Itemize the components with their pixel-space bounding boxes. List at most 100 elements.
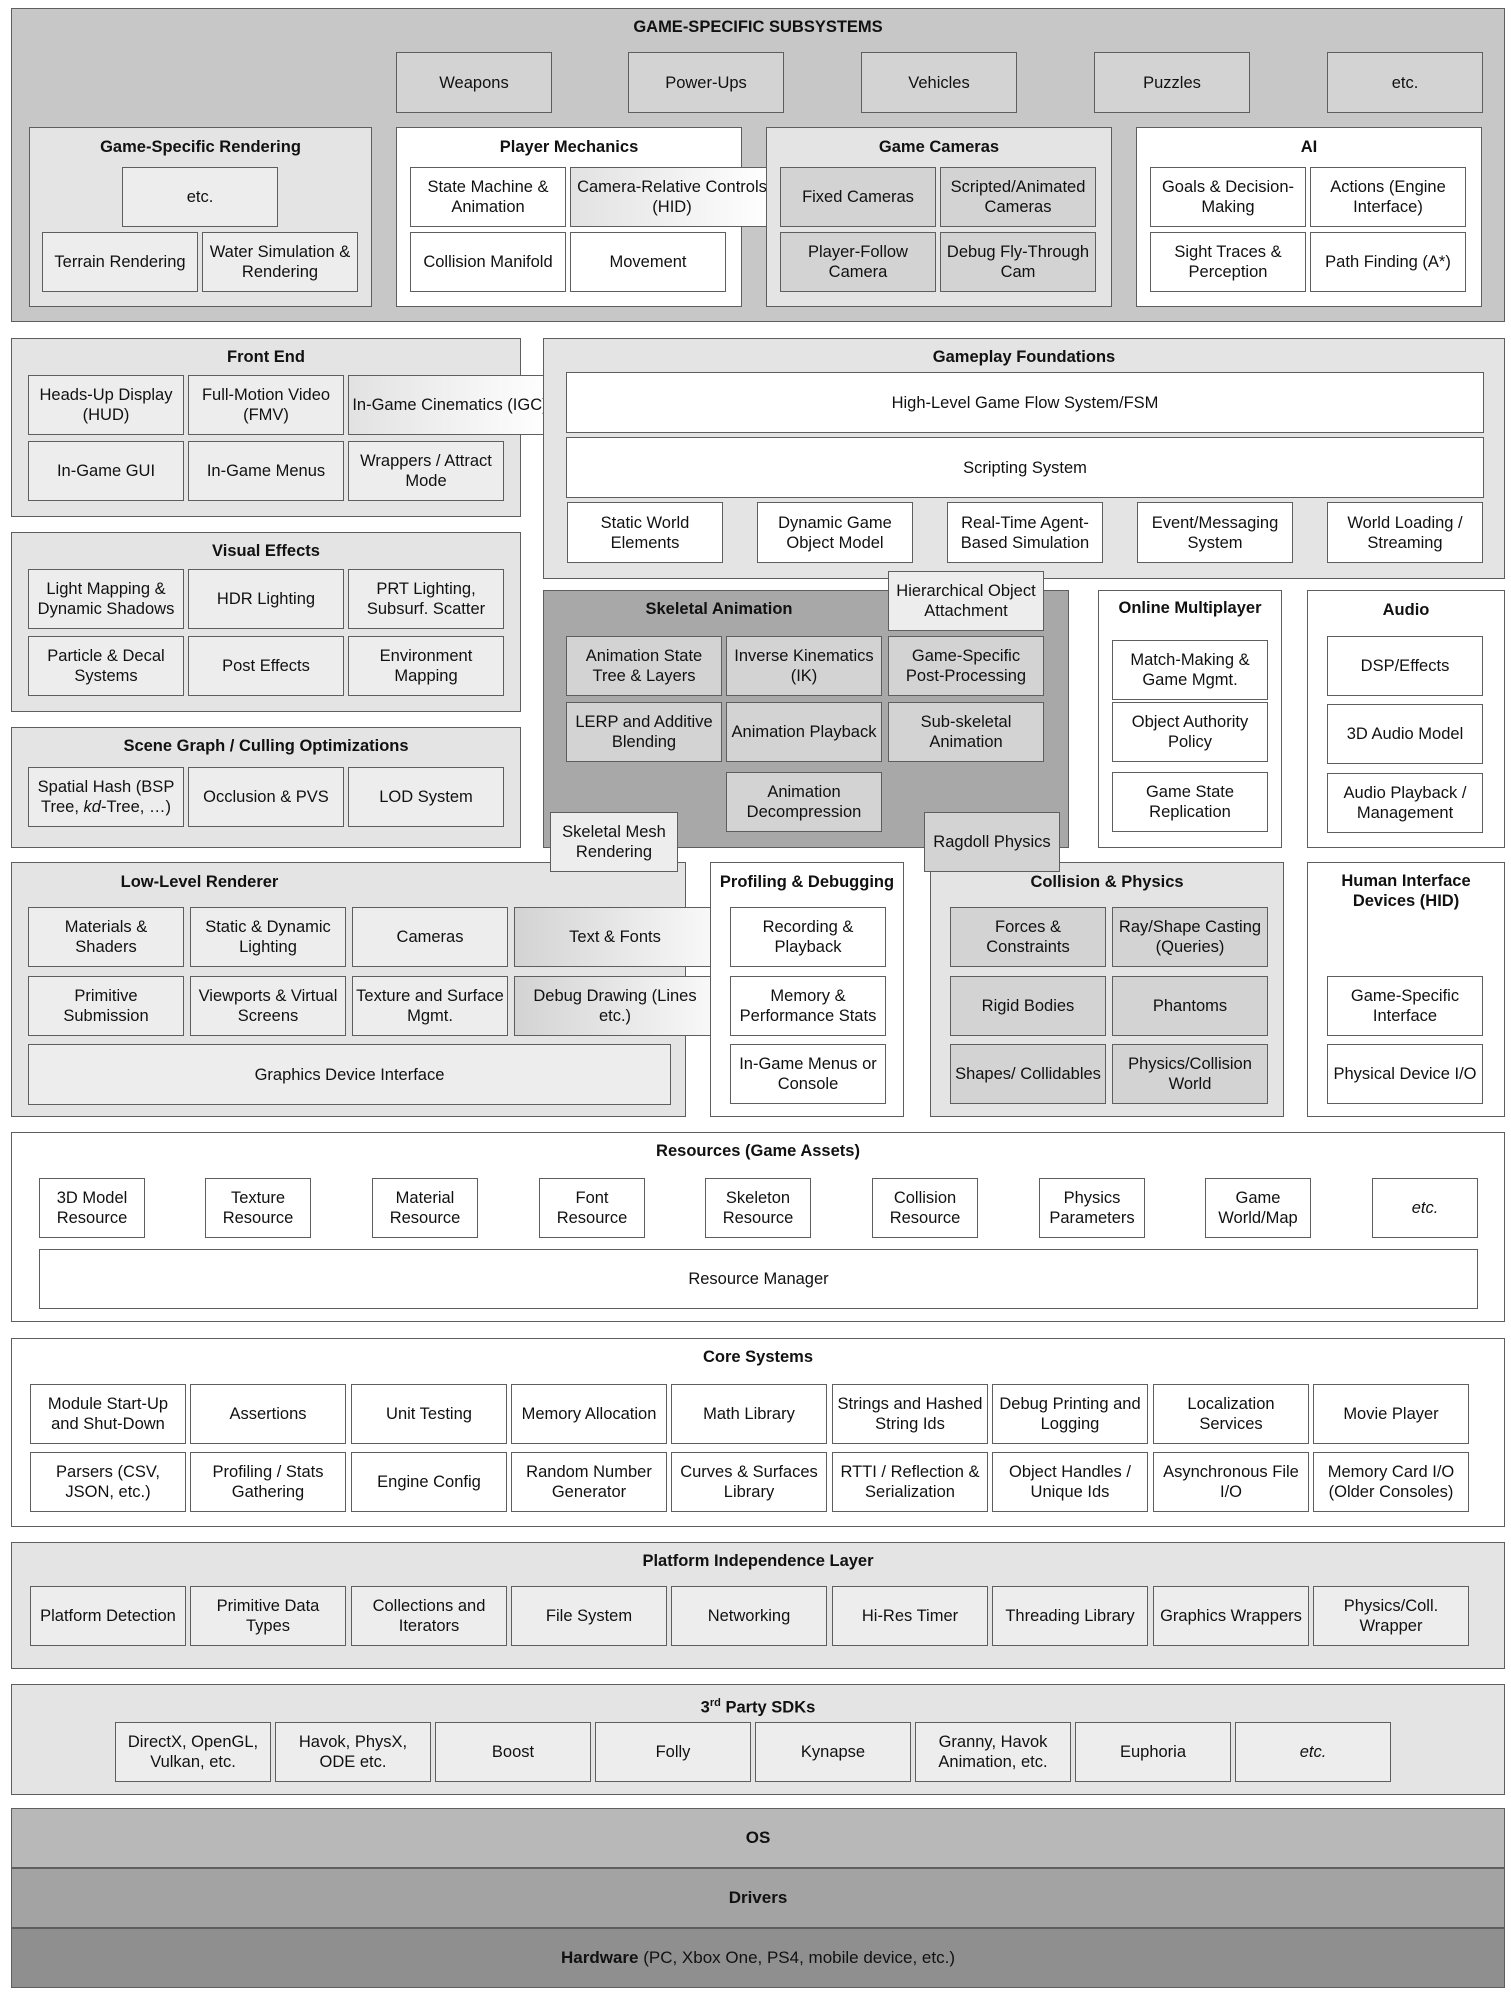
- actions-engine-interface-box: Actions (Engine Interface): [1310, 167, 1466, 227]
- weapons-box: Weapons: [396, 52, 552, 113]
- skeleton-resource-box: Skeleton Resource: [705, 1178, 811, 1238]
- sub-skeletal-animation-box: Sub-skeletal Animation: [888, 702, 1044, 762]
- folly-box: Folly: [595, 1722, 751, 1782]
- networking-box: Networking: [671, 1586, 827, 1646]
- hid-title: Human Interface Devices (HID): [1341, 872, 1471, 910]
- async-file-io-box: Asynchronous File I/O: [1153, 1452, 1309, 1512]
- game-cameras-title: Game Cameras: [878, 138, 1000, 156]
- fmv-box: Full-Motion Video (FMV): [188, 375, 344, 435]
- lod-system-box: LOD System: [348, 767, 504, 827]
- online-multiplayer-title: Online Multiplayer: [1118, 599, 1262, 617]
- assertions-box: Assertions: [190, 1384, 346, 1444]
- game-specific-rendering-title: Game-Specific Rendering: [100, 138, 301, 156]
- ragdoll-physics-box: Ragdoll Physics: [924, 812, 1060, 872]
- object-handles-box: Object Handles / Unique Ids: [992, 1452, 1148, 1512]
- wrappers-attract-box: Wrappers / Attract Mode: [348, 441, 504, 501]
- materials-shaders-box: Materials & Shaders: [28, 907, 184, 967]
- world-loading-box: World Loading / Streaming: [1327, 502, 1483, 563]
- sdk-etc-box: etc.: [1235, 1722, 1391, 1782]
- game-specific-interface-box: Game-Specific Interface: [1327, 976, 1483, 1036]
- scene-graph-title: Scene Graph / Culling Optimizations: [123, 737, 409, 755]
- platform-detection-box: Platform Detection: [30, 1586, 186, 1646]
- prt-lighting-box: PRT Lighting, Subsurf. Scatter: [348, 569, 504, 629]
- profiling-stats-box: Profiling / Stats Gathering: [190, 1452, 346, 1512]
- match-making-box: Match-Making & Game Mgmt.: [1112, 640, 1268, 700]
- spatial-hash-box: Spatial Hash (BSP Tree, kd-Tree, …): [28, 767, 184, 827]
- curves-surfaces-box: Curves & Surfaces Library: [671, 1452, 827, 1512]
- third-party-sdks-title: 3rd Party SDKs: [12, 1693, 1504, 1718]
- third-party-title-rest: Party SDKs: [720, 1698, 816, 1717]
- spatial-hash-text-b: -Tree, …): [100, 798, 171, 816]
- havok-physx-box: Havok, PhysX, ODE etc.: [275, 1722, 431, 1782]
- game-flow-box: High-Level Game Flow System/FSM: [566, 372, 1484, 433]
- os-label: OS: [745, 1828, 771, 1847]
- collision-resource-box: Collision Resource: [872, 1178, 978, 1238]
- ai-title: AI: [1300, 138, 1318, 156]
- parsers-box: Parsers (CSV, JSON, etc.): [30, 1452, 186, 1512]
- primitive-submission-box: Primitive Submission: [28, 976, 184, 1036]
- sight-traces-box: Sight Traces & Perception: [1150, 232, 1306, 292]
- collision-physics-title: Collision & Physics: [1030, 873, 1184, 891]
- low-level-renderer-title: Low-Level Renderer: [120, 873, 279, 891]
- platform-independence-title: Platform Independence Layer: [642, 1552, 874, 1570]
- front-end-title: Front End: [227, 348, 305, 366]
- in-game-gui-box: In-Game GUI: [28, 441, 184, 501]
- rigid-bodies-box: Rigid Bodies: [950, 976, 1106, 1036]
- particle-decal-box: Particle & Decal Systems: [28, 636, 184, 696]
- granny-havok-animation-box: Granny, Havok Animation, etc.: [915, 1722, 1071, 1782]
- memory-performance-box: Memory & Performance Stats: [730, 976, 886, 1036]
- hud-box: Heads-Up Display (HUD): [28, 375, 184, 435]
- resources-title: Resources (Game Assets): [656, 1142, 860, 1160]
- graphics-device-interface-box: Graphics Device Interface: [28, 1044, 671, 1105]
- kynapse-box: Kynapse: [755, 1722, 911, 1782]
- third-party-title-num: 3: [700, 1698, 710, 1717]
- drivers-label: Drivers: [728, 1888, 788, 1907]
- physics-parameters-box: Physics Parameters: [1039, 1178, 1145, 1238]
- debug-printing-box: Debug Printing and Logging: [992, 1384, 1148, 1444]
- text-fonts-box: Text & Fonts: [514, 907, 716, 967]
- game-world-map-box: Game World/Map: [1205, 1178, 1311, 1238]
- drivers-band: Drivers: [11, 1868, 1505, 1928]
- physical-device-io-box: Physical Device I/O: [1327, 1044, 1483, 1104]
- game-state-replication-box: Game State Replication: [1112, 772, 1268, 832]
- agent-based-simulation-box: Real-Time Agent-Based Simulation: [947, 502, 1103, 563]
- spatial-hash-text-kd: kd: [83, 798, 101, 816]
- directx-opengl-box: DirectX, OpenGL, Vulkan, etc.: [115, 1722, 271, 1782]
- gameplay-foundations-title: Gameplay Foundations: [932, 348, 1116, 366]
- memory-allocation-box: Memory Allocation: [511, 1384, 667, 1444]
- puzzles-box: Puzzles: [1094, 52, 1250, 113]
- module-startup-box: Module Start-Up and Shut-Down: [30, 1384, 186, 1444]
- physics-coll-wrapper-box: Physics/Coll. Wrapper: [1313, 1586, 1469, 1646]
- os-band: OS: [11, 1808, 1505, 1868]
- material-resource-box: Material Resource: [372, 1178, 478, 1238]
- core-systems-title: Core Systems: [702, 1348, 814, 1366]
- strings-hashed-ids-box: Strings and Hashed String Ids: [832, 1384, 988, 1444]
- power-ups-box: Power-Ups: [628, 52, 784, 113]
- dynamic-game-object-box: Dynamic Game Object Model: [757, 502, 913, 563]
- skeletal-mesh-rendering-box: Skeletal Mesh Rendering: [550, 812, 678, 872]
- dsp-effects-box: DSP/Effects: [1327, 636, 1483, 696]
- etc-top-box: etc.: [1327, 52, 1483, 113]
- spatial-hash-label: Spatial Hash (BSP Tree, kd-Tree, …): [32, 777, 180, 817]
- path-finding-box: Path Finding (A*): [1310, 232, 1466, 292]
- cameras-box: Cameras: [352, 907, 508, 967]
- game-specific-post-processing-box: Game-Specific Post-Processing: [888, 636, 1044, 696]
- collision-manifold-box: Collision Manifold: [410, 232, 566, 292]
- random-number-box: Random Number Generator: [511, 1452, 667, 1512]
- in-game-console-box: In-Game Menus or Console: [730, 1044, 886, 1104]
- texture-resource-box: Texture Resource: [205, 1178, 311, 1238]
- goals-decision-box: Goals & Decision-Making: [1150, 167, 1306, 227]
- primitive-data-types-box: Primitive Data Types: [190, 1586, 346, 1646]
- inverse-kinematics-box: Inverse Kinematics (IK): [726, 636, 882, 696]
- hdr-lighting-box: HDR Lighting: [188, 569, 344, 629]
- igc-box: In-Game Cinematics (IGC): [348, 375, 552, 435]
- skeletal-animation-title: Skeletal Animation: [645, 600, 793, 618]
- camera-relative-controls-box: Camera-Relative Controls (HID): [570, 167, 774, 227]
- forces-constraints-box: Forces & Constraints: [950, 907, 1106, 967]
- euphoria-box: Euphoria: [1075, 1722, 1231, 1782]
- spatial-hash-text-a: Spatial Hash (BSP Tree,: [37, 778, 175, 816]
- animation-decompression-box: Animation Decompression: [726, 772, 882, 832]
- boost-box: Boost: [435, 1722, 591, 1782]
- animation-state-tree-box: Animation State Tree & Layers: [566, 636, 722, 696]
